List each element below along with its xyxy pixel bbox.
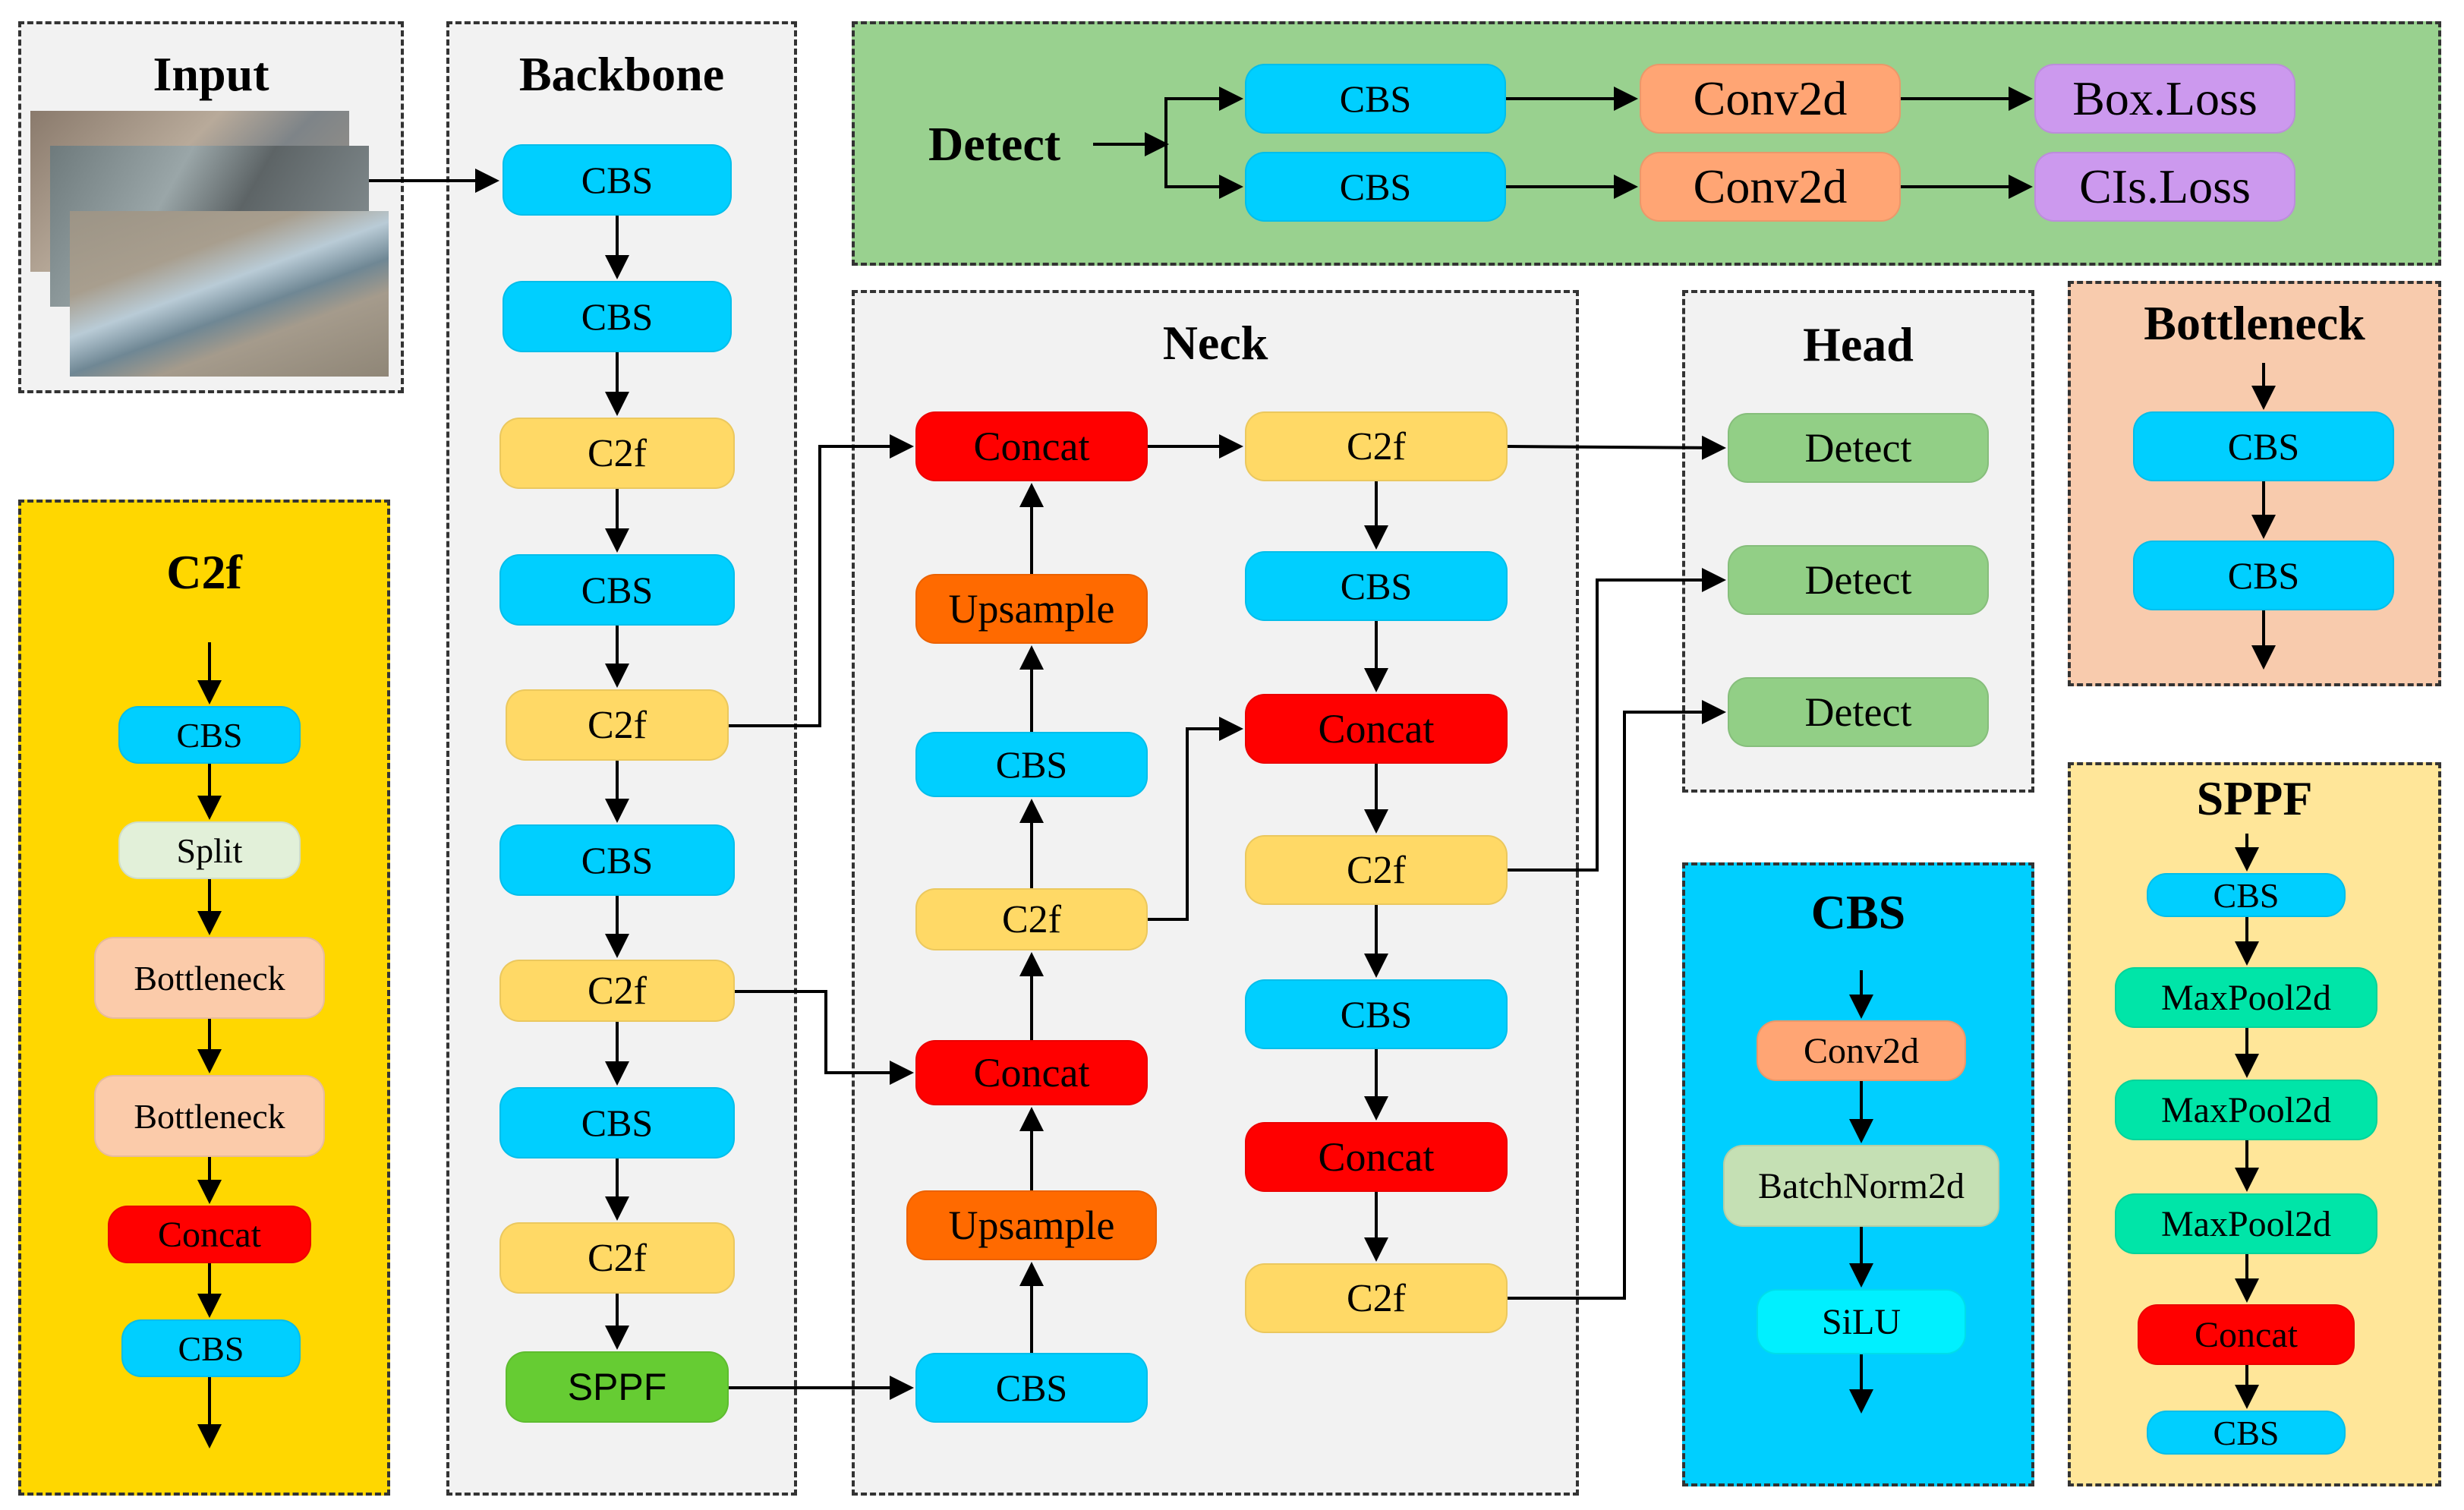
- detect-row1-cbs: CBS: [1245, 64, 1506, 134]
- arrow-detect-branch-up: [1164, 87, 1243, 144]
- neck-concat-top: Concat: [915, 411, 1148, 481]
- neck-cbs-left-bottom: CBS: [915, 1353, 1148, 1423]
- detect-row1-conv2d: Conv2d: [1640, 64, 1901, 134]
- head-detect-2: Detect: [1728, 545, 1989, 615]
- neck-title: Neck: [1162, 316, 1268, 370]
- neck-concat-bottom: Concat: [915, 1040, 1148, 1105]
- arrow-c2f-right-3-to-detect-3: [1508, 700, 1726, 1300]
- bottleneck-cbs-1: CBS: [2133, 411, 2394, 481]
- sppf-cbs-1: CBS: [2147, 873, 2346, 917]
- sppf-concat: Concat: [2138, 1304, 2355, 1365]
- backbone-c2f-4: C2f: [499, 1222, 735, 1294]
- backbone-c2f-3: C2f: [499, 960, 735, 1022]
- backbone-cbs-1: CBS: [503, 144, 732, 216]
- c2f-cbs-1: CBS: [118, 706, 301, 764]
- neck-concat-right-2: Concat: [1245, 1122, 1508, 1192]
- neck-c2f-right-3: C2f: [1245, 1263, 1508, 1333]
- backbone-c2f-1: C2f: [499, 418, 735, 489]
- c2f-split: Split: [118, 821, 301, 879]
- cbs-silu: SiLU: [1757, 1289, 1966, 1354]
- sppf-maxpool-1: MaxPool2d: [2115, 967, 2377, 1028]
- neck-concat-right-1: Concat: [1245, 694, 1508, 764]
- arrow-c2f-left-to-concat-right: [1148, 717, 1243, 921]
- arrow-c2f-right-1-to-detect-1: [1507, 435, 1726, 460]
- bottleneck-cbs-2: CBS: [2133, 541, 2394, 610]
- c2f-bottleneck-2: Bottleneck: [94, 1075, 325, 1157]
- neck-cbs-left-top: CBS: [915, 732, 1148, 797]
- c2f-title: C2f: [166, 545, 242, 599]
- backbone-title: Backbone: [518, 47, 725, 101]
- cbs-conv2d: Conv2d: [1757, 1020, 1966, 1081]
- detect-row2-cbs: CBS: [1245, 152, 1506, 222]
- detect-row2-conv2d: Conv2d: [1640, 152, 1901, 222]
- neck-c2f-left: C2f: [915, 888, 1148, 950]
- neck-c2f-right-2: C2f: [1245, 835, 1508, 905]
- sppf-maxpool-3: MaxPool2d: [2115, 1193, 2377, 1254]
- backbone-cbs-3: CBS: [499, 554, 735, 626]
- neck-upsample-bottom: Upsample: [906, 1190, 1157, 1260]
- backbone-cbs-2: CBS: [503, 281, 732, 352]
- cbs-batchnorm2d: BatchNorm2d: [1723, 1145, 1999, 1227]
- bottleneck-panel: Bottleneck: [2068, 281, 2441, 686]
- arrow-c2f2-to-concat-top: [729, 434, 914, 727]
- sppf-title: SPPF: [2196, 771, 2313, 825]
- c2f-cbs-2: CBS: [121, 1319, 301, 1377]
- cbs-title: CBS: [1810, 885, 1906, 939]
- head-detect-1: Detect: [1728, 413, 1989, 483]
- backbone-c2f-2: C2f: [506, 689, 729, 761]
- head-detect-3: Detect: [1728, 677, 1989, 747]
- c2f-bottleneck-1: Bottleneck: [94, 937, 325, 1019]
- arrow-detect-branch-down: [1164, 144, 1243, 199]
- detect-panel-title: Detect: [928, 117, 1061, 171]
- input-image-front: [70, 211, 389, 377]
- sppf-cbs-2: CBS: [2147, 1411, 2346, 1455]
- detect-row1-box-loss: Box.Loss: [2034, 64, 2295, 134]
- arrow-c2f3-to-concat-bottom: [735, 990, 914, 1085]
- neck-cbs-right-2: CBS: [1245, 979, 1508, 1049]
- c2f-concat: Concat: [108, 1206, 311, 1263]
- head-title: Head: [1803, 317, 1914, 371]
- neck-cbs-right-1: CBS: [1245, 551, 1508, 621]
- bottleneck-title: Bottleneck: [2144, 296, 2365, 350]
- arrow-c2f-right-2-to-detect-2: [1508, 568, 1726, 872]
- neck-c2f-right-1: C2f: [1245, 411, 1508, 481]
- input-title: Input: [153, 47, 269, 101]
- backbone-cbs-4: CBS: [499, 824, 735, 896]
- detect-row2-cls-loss: CIs.Loss: [2034, 152, 2295, 222]
- neck-upsample-top: Upsample: [915, 574, 1148, 644]
- sppf-maxpool-2: MaxPool2d: [2115, 1080, 2377, 1140]
- backbone-sppf: SPPF: [506, 1351, 729, 1423]
- backbone-cbs-5: CBS: [499, 1087, 735, 1159]
